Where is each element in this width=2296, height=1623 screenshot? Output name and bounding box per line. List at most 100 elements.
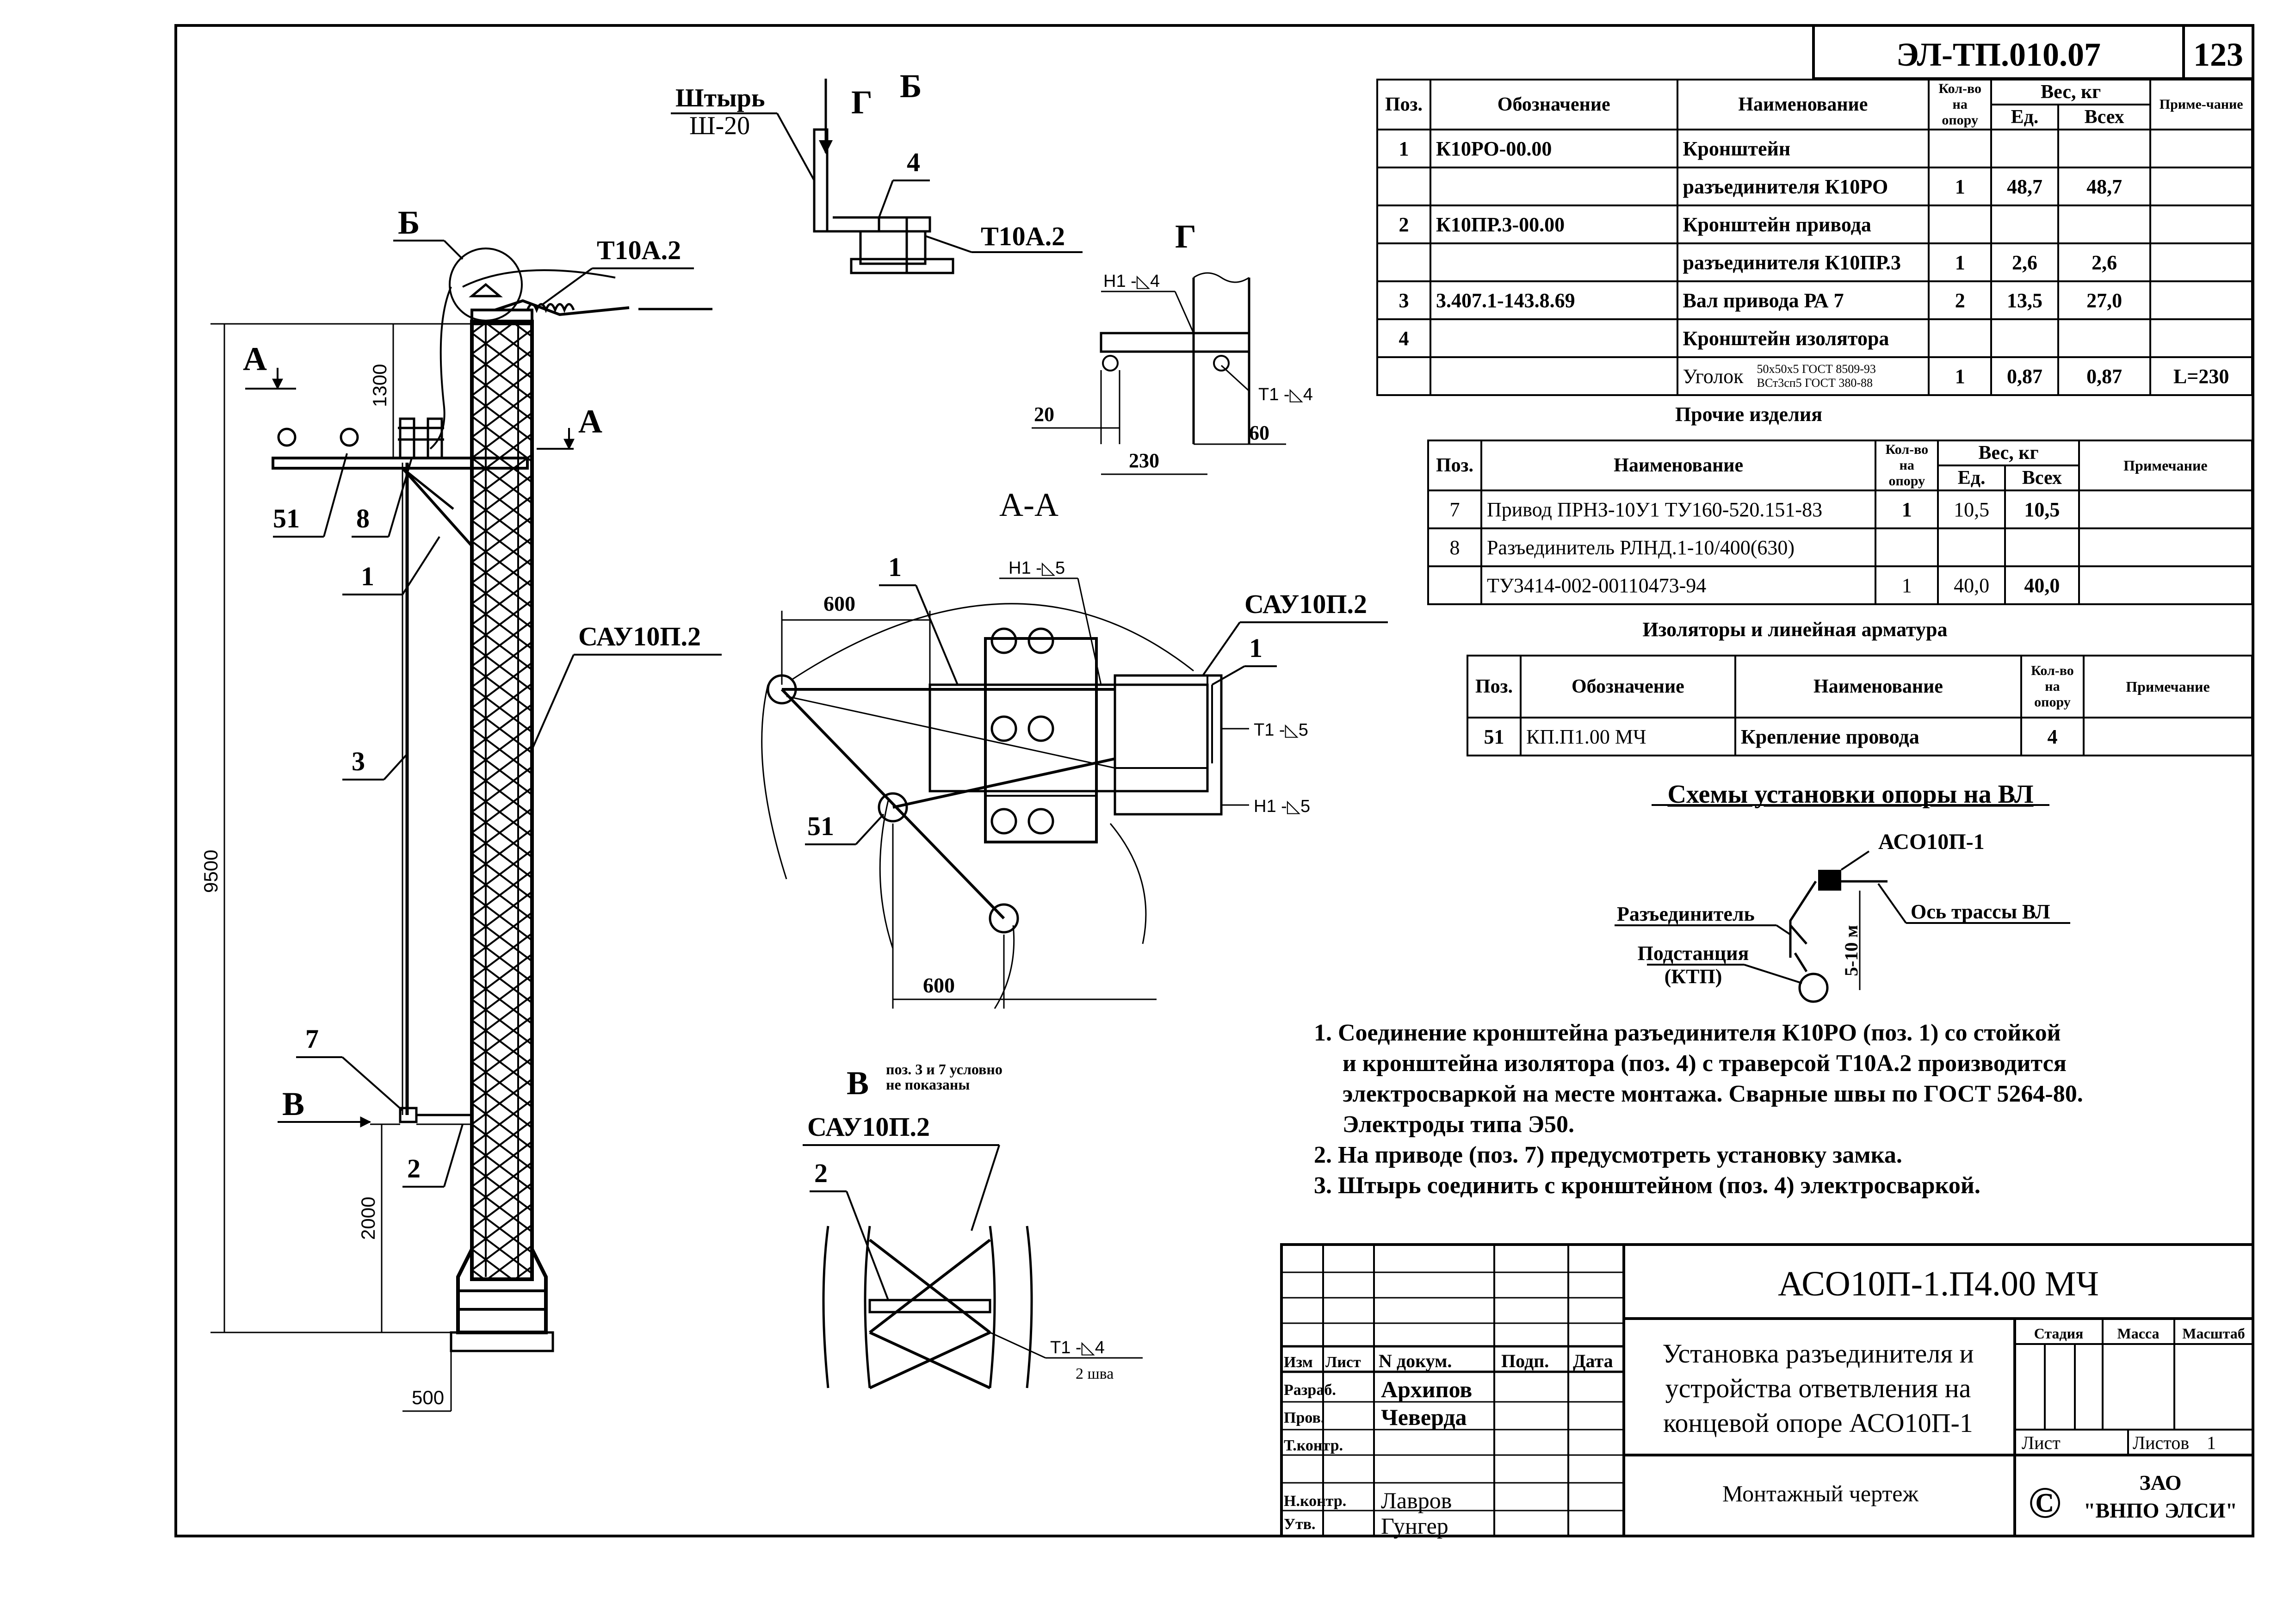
cell	[1429, 242, 1678, 282]
view-b-pin-1: Штырь	[675, 84, 765, 112]
cell	[1928, 204, 1993, 244]
cell: Вал привода РА 7	[1676, 280, 1930, 320]
section-aa-label: А-А	[999, 486, 1058, 523]
table-row: 4 Кронштейн изолятора	[1376, 318, 2253, 358]
cell: Привод ПРНЗ-10У1 ТУ160-520.151-83	[1480, 489, 1877, 529]
other-h-total: Всех	[2004, 465, 2080, 491]
col-ndoc: N докум.	[1379, 1350, 1452, 1371]
view-b: Штырь Ш-20 Г Б 4 Т10А.2	[671, 68, 1083, 274]
cell: 1	[1875, 489, 1939, 529]
view-v-label: В	[847, 1065, 869, 1102]
label-traverse: Т10А.2	[597, 235, 681, 265]
cell	[1429, 356, 1678, 396]
table-row: 7 Привод ПРНЗ-10У1 ТУ160-520.151-83 1 10…	[1427, 489, 2253, 529]
section-aa-weld-h1-top: Н1 -◺5	[1009, 558, 1065, 578]
cell: Кронштейн	[1676, 129, 1930, 168]
role-0-name: Архипов	[1381, 1376, 1472, 1402]
cell: 13,5	[1990, 280, 2059, 320]
cell: КП.П1.00 МЧ	[1519, 717, 1736, 756]
main-view: 9500 1300 2000 500 А А Б В Т10А.2 САУ10П…	[200, 204, 722, 1412]
cell	[1427, 565, 1482, 605]
role-2: Т.контр.	[1284, 1437, 1343, 1454]
cell: 1	[1875, 565, 1939, 605]
cell: 51	[1467, 717, 1522, 756]
dim-1300: 1300	[369, 364, 390, 407]
table-row: ТУ3414-002-00110473-94 1 40,0 40,0	[1427, 565, 2253, 605]
note-line: 2. На приводе (поз. 7) предусмотреть уст…	[1314, 1142, 1902, 1168]
cell	[2149, 129, 2253, 168]
section-aa: А-А 600 60	[761, 486, 1388, 1009]
cell: 3.407.1-143.8.69	[1429, 280, 1678, 320]
sheets-label: Листов	[2133, 1432, 2189, 1453]
other-h-weight: Вес, кг	[1937, 440, 2080, 466]
detail-b-label: Б	[398, 204, 420, 241]
title-line-3: концевой опоре АСО10П-1	[1663, 1408, 1973, 1438]
view-v-post: САУ10П.2	[807, 1112, 930, 1142]
cell	[2057, 318, 2152, 358]
label-pos-7: 7	[305, 1024, 319, 1054]
col-date: Дата	[1573, 1350, 1613, 1371]
scale-label: Масштаб	[2182, 1325, 2245, 1342]
role-3-name: Лавров	[1381, 1487, 1452, 1513]
view-g-dim-60: 60	[1249, 421, 1269, 444]
role-4-name: Гунгер	[1381, 1513, 1448, 1539]
cell	[1376, 356, 1431, 396]
spec-h-code: Обозначение	[1429, 79, 1678, 130]
cell: 4	[1376, 318, 1431, 358]
cell: 2,6	[2057, 242, 2152, 282]
table-row: 3 3.407.1-143.8.69 Вал привода РА 7 2 13…	[1376, 280, 2253, 320]
cell: 0,87	[1990, 356, 2059, 396]
cell	[1875, 527, 1939, 567]
designation: АСО10П-1.П4.00 МЧ	[1778, 1264, 2099, 1303]
cell: Кронштейн изолятора	[1676, 318, 1930, 358]
col-sign: Подп.	[1501, 1350, 1549, 1371]
view-g-weld-h1: Н1 -◺4	[1103, 272, 1160, 291]
cell-name-small-2: ВСт3сп5 ГОСТ 380-88	[1757, 376, 1873, 390]
scheme-aso: АСО10П-1	[1878, 830, 1985, 854]
cell	[1990, 318, 2059, 358]
cell: 4	[2020, 717, 2085, 756]
cell	[2149, 280, 2253, 320]
cell	[1928, 318, 1993, 358]
other-h-qty: Кол-во на опору	[1875, 440, 1939, 491]
section-aa-pos-1-left: 1	[888, 552, 902, 582]
spec-table: Поз. Обозначение Наименование Кол-во на …	[1376, 79, 2253, 396]
cell	[1376, 242, 1431, 282]
other-h-note: Примечание	[2078, 440, 2253, 491]
cell	[1937, 527, 2006, 567]
mass-label: Масса	[2117, 1325, 2160, 1342]
other-h-unit: Ед.	[1937, 465, 2006, 491]
spec-h-qty: Кол-во на опору	[1928, 79, 1993, 130]
ins-h-qty: Кол-во на опору	[2020, 655, 2085, 719]
role-1-name: Чеверда	[1381, 1404, 1467, 1430]
col-list: Лист	[1325, 1354, 1361, 1371]
view-g: Г Н1 -◺4 Т1 -◺4 20 60 230	[1032, 218, 1313, 475]
note-line: и кронштейна изолятора (поз. 4) с травер…	[1343, 1050, 2067, 1077]
cell: 10,5	[1937, 489, 2006, 529]
cell: 48,7	[2057, 167, 2152, 206]
section-aa-dim-600-bottom: 600	[923, 973, 955, 997]
cell	[1928, 129, 1993, 168]
company-2: "ВНПО ЭЛСИ"	[2084, 1499, 2237, 1522]
view-v-pos-2: 2	[814, 1158, 828, 1188]
sheet-frame	[174, 24, 2254, 1537]
cell: Разъединитель РЛНД.1-10/400(630)	[1480, 527, 1877, 567]
cell	[2057, 204, 2152, 244]
cell	[1990, 204, 2059, 244]
notes: 1. Соединение кронштейна разъединителя К…	[1314, 1018, 2083, 1201]
spec-h-weight: Вес, кг	[1990, 79, 2152, 105]
scheme-substation-2: (КТП)	[1665, 965, 1722, 988]
spec-h-pos: Поз.	[1376, 79, 1431, 130]
other-h-name: Наименование	[1480, 440, 1877, 491]
view-g-weld-t1: Т1 -◺4	[1258, 385, 1313, 404]
cell: Кронштейн привода	[1676, 204, 1930, 244]
ins-h-code: Обозначение	[1519, 655, 1736, 719]
title-line-1: Установка разъединителя и	[1662, 1338, 1974, 1369]
section-a-right: А	[578, 403, 602, 440]
cell: 1	[1928, 167, 1993, 206]
view-b-g-arrow: Г	[851, 84, 873, 121]
table-row: 8 Разъединитель РЛНД.1-10/400(630)	[1427, 527, 2253, 567]
note-line: 3. Штырь соединить с кронштейном (поз. 4…	[1314, 1172, 1980, 1199]
scheme-pole	[1818, 870, 1841, 891]
view-g-label: Г	[1175, 218, 1196, 255]
